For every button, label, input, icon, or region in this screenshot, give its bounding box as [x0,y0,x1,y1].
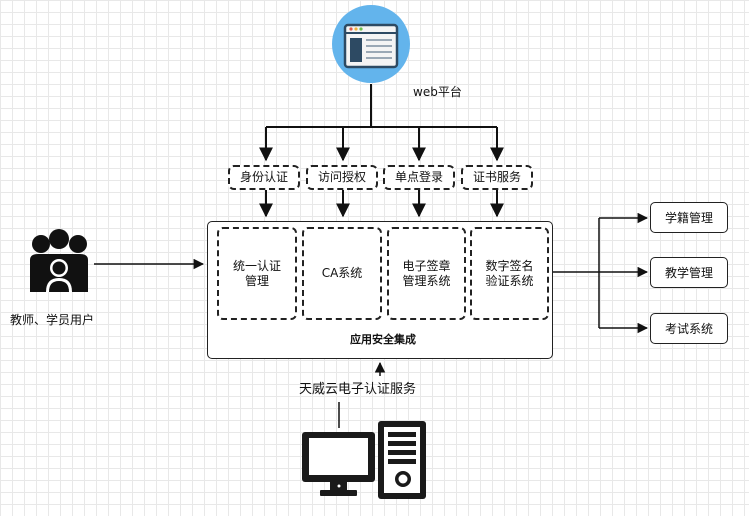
system-label: 数字签名 验证系统 [485,258,534,288]
apps-branch-lines [551,212,649,334]
app-label: 教学管理 [664,266,713,280]
integration-label: 应用安全集成 [350,333,416,346]
web-platform-icon [332,5,410,83]
service-label: 身份认证 [239,170,288,184]
system-unified-auth-management: 统一认证 管理 [217,227,297,320]
service-label: 单点登录 [394,170,443,184]
app-label: 学籍管理 [664,211,713,225]
system-label: 统一认证 管理 [232,258,281,288]
system-ca: CA系统 [302,227,382,320]
app-label: 考试系统 [664,322,713,336]
service-label: 访问授权 [317,170,366,184]
system-label: CA系统 [321,266,363,280]
provider-label: 天威云电子认证服务 [299,382,417,397]
app-student-records: 学籍管理 [650,202,728,233]
service-identity-auth: 身份认证 [228,165,300,190]
monitor-icon [302,432,375,496]
users-label: 教师、学员用户 [10,313,95,327]
app-teaching-management: 教学管理 [650,257,728,288]
server-icon [378,421,426,499]
service-access-authorization: 访问授权 [306,165,378,190]
service-certificate: 证书服务 [461,165,533,190]
users-icon [30,229,88,292]
provider-arrow [338,361,386,428]
system-label: 电子签章 管理系统 [402,258,451,288]
service-single-sign-on: 单点登录 [383,165,455,190]
app-exam-system: 考试系统 [650,313,728,344]
distribution-lines [259,84,504,218]
web-platform-label: web平台 [413,85,462,99]
service-label: 证书服务 [472,170,521,184]
system-digital-signature-verification: 数字签名 验证系统 [470,227,549,320]
system-e-seal-management: 电子签章 管理系统 [387,227,466,320]
